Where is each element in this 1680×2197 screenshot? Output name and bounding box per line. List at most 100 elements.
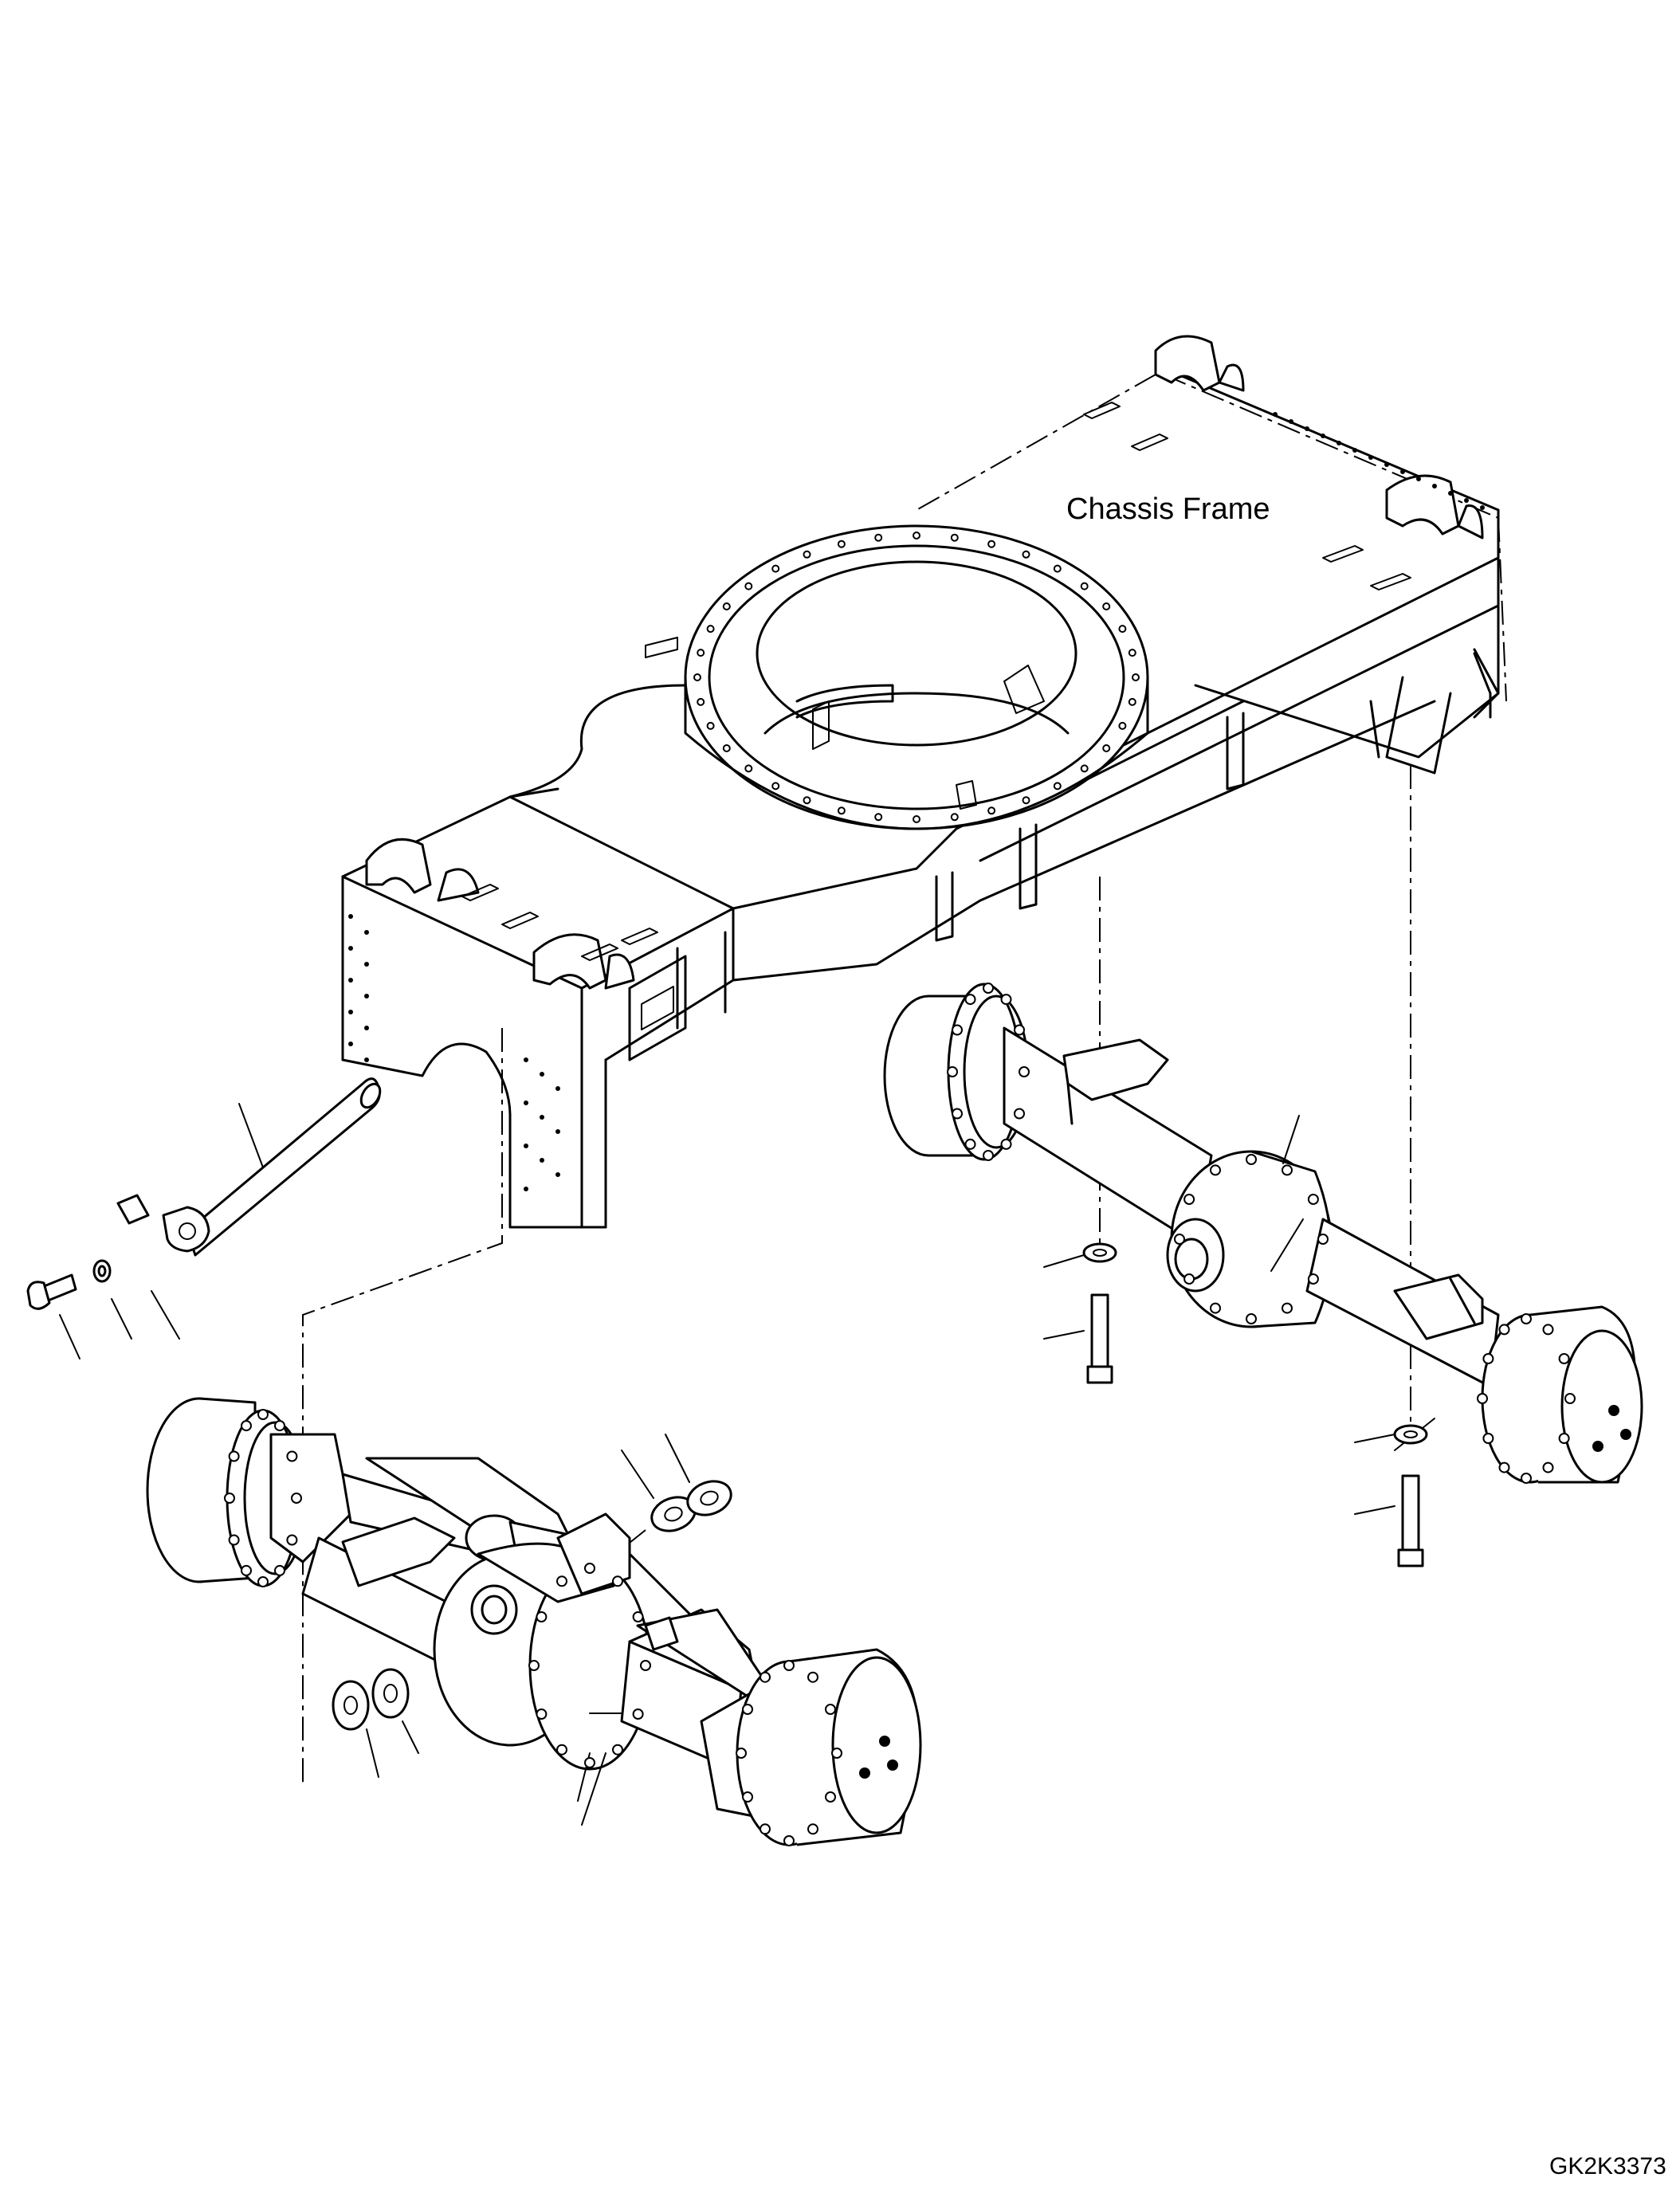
flange-bolt <box>274 1420 285 1432</box>
flange-bolt <box>952 1108 963 1120</box>
pin-assembly <box>26 1077 382 1359</box>
flange-bolt <box>536 1709 548 1720</box>
flange-bolt <box>760 1823 771 1835</box>
flange-bolt <box>228 1450 240 1462</box>
ring-bolt-hole <box>706 625 715 634</box>
flange-bolt <box>1014 1024 1025 1036</box>
ring-bolt-hole <box>1022 550 1030 559</box>
frame-rivet <box>364 930 369 935</box>
ring-bolt-hole <box>693 673 701 681</box>
ring-bolt-hole <box>987 539 996 548</box>
flange-bolt <box>528 1660 540 1671</box>
frame-rivet <box>1305 426 1309 431</box>
flange-bolt <box>783 1835 795 1846</box>
frame-rivet <box>1321 434 1325 438</box>
frame-rivet <box>1337 441 1341 445</box>
ring-bolt-hole <box>771 564 780 573</box>
rear-axle <box>883 983 1643 1567</box>
ring-bolt-hole <box>874 813 883 822</box>
flange-bolt <box>1542 1461 1554 1473</box>
flange-bolt <box>640 1660 651 1671</box>
frame-rivet <box>1416 477 1421 481</box>
flange-bolt <box>1498 1461 1510 1473</box>
flange-bolt <box>807 1823 818 1835</box>
flange-bolt <box>1282 1302 1293 1314</box>
ring-bolt-hole <box>1022 796 1030 805</box>
flange-bolt <box>1282 1164 1293 1176</box>
frame-rivet <box>348 1042 353 1046</box>
ring-bolt-hole <box>803 796 811 805</box>
ring-bolt-hole <box>1053 564 1062 573</box>
ring-bolt-hole <box>1118 721 1127 730</box>
flange-bolt <box>760 1671 771 1683</box>
flange-bolt <box>1558 1433 1570 1444</box>
chassis-frame <box>341 335 1507 1229</box>
flange-bolt <box>1542 1324 1554 1336</box>
drawing-id: GK2K3373 <box>1549 2153 1666 2179</box>
flange-bolt <box>241 1564 252 1576</box>
flange-bolt <box>612 1575 623 1587</box>
frame-rivet <box>348 1010 353 1014</box>
ring-bolt-hole <box>1102 602 1111 610</box>
ring-bolt-hole <box>744 582 753 590</box>
flange-bolt <box>632 1709 644 1720</box>
ring-bolt-hole <box>837 806 846 815</box>
ring-bolt-hole <box>1132 673 1140 681</box>
flange-bolt <box>241 1420 252 1432</box>
flange-bolt <box>1246 1313 1257 1324</box>
front-axle <box>146 1397 922 1846</box>
frame-rivet <box>1448 491 1453 496</box>
ring-bolt-hole <box>1053 782 1062 791</box>
flange-bolt <box>736 1748 747 1759</box>
frame-rivet <box>1384 462 1389 467</box>
frame-rivet <box>364 962 369 967</box>
flange-bolt <box>1521 1473 1532 1484</box>
flange-bolt <box>1482 1433 1494 1444</box>
flange-bolt <box>1307 1194 1319 1205</box>
flange-bolt <box>831 1748 842 1759</box>
flange-bolt <box>825 1704 836 1715</box>
frame-rivet <box>524 1057 528 1062</box>
ring-bolt-hole <box>913 532 920 539</box>
ring-bolt-hole <box>722 744 731 752</box>
ring-bolt-hole <box>722 602 731 610</box>
flange-bolt <box>556 1744 567 1756</box>
ring-bolt-hole <box>950 813 959 822</box>
flange-bolt <box>1019 1066 1030 1077</box>
frame-rivet <box>540 1158 544 1163</box>
frame-rivet <box>1289 419 1293 424</box>
ring-bolt-hole <box>1080 582 1089 590</box>
flange-bolt <box>1317 1234 1329 1245</box>
frame-rivet <box>555 1172 560 1177</box>
frame-rivet <box>524 1187 528 1191</box>
flange-bolt <box>825 1791 836 1803</box>
ring-bolt-hole <box>697 649 705 657</box>
flange-bolt <box>1482 1353 1494 1364</box>
frame-rivet <box>1432 484 1437 488</box>
ring-bolt-hole <box>1102 744 1111 752</box>
frame-rivet <box>1400 469 1405 474</box>
axle-flange-bolts <box>224 983 1576 1846</box>
flange-bolt <box>807 1671 818 1683</box>
ring-bolt-hole <box>950 533 959 542</box>
flange-bolt <box>1183 1194 1195 1205</box>
ring-bolt-hole <box>803 550 811 559</box>
ring-bolt-hole <box>1118 625 1127 634</box>
frame-rivet <box>364 994 369 998</box>
flange-bolt <box>1558 1353 1570 1364</box>
flange-bolt <box>228 1534 240 1546</box>
flange-bolt <box>1000 994 1012 1006</box>
flange-bolt <box>964 1138 976 1150</box>
frame-rivet <box>524 1144 528 1148</box>
flange-bolt <box>964 994 976 1006</box>
ring-bolt-hole <box>1080 764 1089 773</box>
frame-rivets <box>348 412 1485 1191</box>
flange-bolt <box>742 1704 753 1715</box>
flange-bolt <box>1210 1164 1221 1176</box>
ring-bolt-hole <box>837 539 846 548</box>
flange-bolt <box>783 1660 795 1671</box>
ring-bolt-hole <box>744 764 753 773</box>
flange-bolt <box>983 983 994 994</box>
frame-rivet <box>1480 505 1485 510</box>
